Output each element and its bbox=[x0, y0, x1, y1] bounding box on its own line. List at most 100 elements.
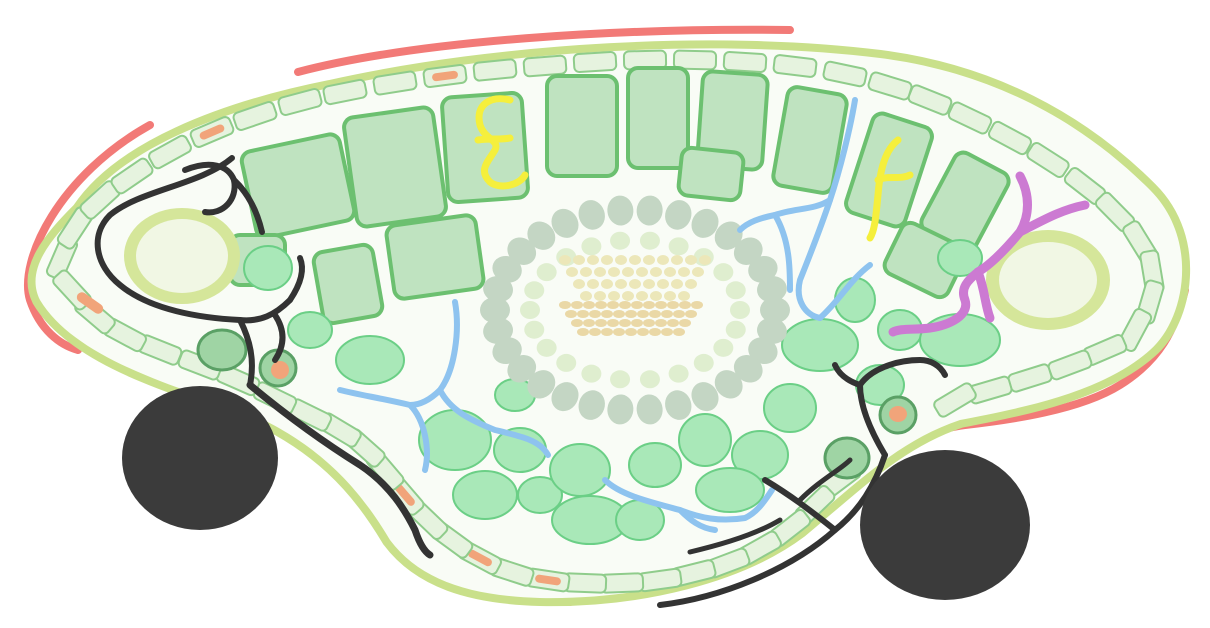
phloem-cell bbox=[607, 319, 619, 327]
phloem-cell bbox=[566, 267, 578, 277]
spongy-cell bbox=[764, 384, 816, 432]
xylem-cell bbox=[730, 301, 750, 319]
phloem-cell bbox=[637, 310, 649, 318]
phloem-cell bbox=[650, 291, 662, 301]
spongy-cell bbox=[288, 312, 332, 348]
phloem-cell bbox=[650, 267, 662, 277]
phloem-cell bbox=[573, 279, 585, 289]
vessel-right-core bbox=[999, 242, 1097, 318]
palisade-cell bbox=[547, 76, 617, 176]
vessel-left bbox=[124, 208, 240, 304]
phloem-cell bbox=[661, 328, 673, 336]
palisade-cell bbox=[385, 214, 484, 300]
xylem-cell bbox=[524, 321, 544, 339]
phloem-cell bbox=[657, 255, 669, 265]
xylem-cell bbox=[640, 370, 660, 388]
palisade-cell bbox=[343, 106, 447, 227]
phloem-cell bbox=[559, 301, 571, 309]
phloem-cell bbox=[629, 255, 641, 265]
phloem-cell bbox=[637, 328, 649, 336]
phloem-cell bbox=[565, 310, 577, 318]
phloem-cell bbox=[643, 255, 655, 265]
xylem-cell bbox=[524, 281, 544, 299]
phloem-cell bbox=[631, 301, 643, 309]
phloem-cell bbox=[589, 328, 601, 336]
xylem-cell bbox=[537, 263, 557, 281]
phloem-cell bbox=[629, 279, 641, 289]
upper-epidermis-cell-body bbox=[523, 55, 566, 76]
phloem-cell bbox=[571, 301, 583, 309]
xylem-cell bbox=[640, 232, 660, 250]
phloem-cell bbox=[643, 279, 655, 289]
upper-epidermis-cell bbox=[573, 52, 616, 72]
phloem-cell bbox=[619, 301, 631, 309]
phloem-cell bbox=[664, 291, 676, 301]
xylem-cell bbox=[520, 301, 540, 319]
phloem-cell bbox=[625, 310, 637, 318]
spongy-cell bbox=[835, 278, 875, 322]
xylem-cell bbox=[726, 281, 746, 299]
xylem-cell bbox=[669, 237, 689, 255]
phloem-cell bbox=[559, 255, 571, 265]
phloem-cell bbox=[595, 319, 607, 327]
phloem-cell bbox=[636, 267, 648, 277]
phloem-cell bbox=[661, 310, 673, 318]
phloem-cell bbox=[657, 279, 669, 289]
xylem-cell bbox=[669, 365, 689, 383]
spongy-cell bbox=[629, 443, 681, 487]
xylem-cell bbox=[694, 354, 714, 372]
phloem-cell bbox=[619, 319, 631, 327]
lower-epidermis-cell bbox=[601, 573, 644, 593]
xylem-cell bbox=[581, 237, 601, 255]
phloem-cell bbox=[615, 279, 627, 289]
phloem-cell bbox=[667, 319, 679, 327]
phloem-cell bbox=[613, 310, 625, 318]
phloem-cell bbox=[649, 328, 661, 336]
phloem-cell bbox=[679, 301, 691, 309]
spongy-cell bbox=[453, 471, 517, 519]
phloem-cell bbox=[615, 255, 627, 265]
spongy-cell bbox=[782, 319, 858, 371]
phloem-cell bbox=[643, 301, 655, 309]
phloem-cell bbox=[573, 255, 585, 265]
phloem-cell bbox=[580, 291, 592, 301]
phloem-cell bbox=[625, 328, 637, 336]
phloem-cell bbox=[587, 255, 599, 265]
lower-epidermis-cell-body bbox=[564, 573, 607, 593]
phloem-cell bbox=[601, 310, 613, 318]
phloem-cell bbox=[580, 267, 592, 277]
phloem-cell bbox=[613, 328, 625, 336]
phloem-cell bbox=[601, 328, 613, 336]
fungal-body-right bbox=[860, 450, 1030, 600]
spongy-cell bbox=[550, 444, 610, 496]
phloem-cell bbox=[692, 267, 704, 277]
phloem-cell bbox=[583, 301, 595, 309]
guard-inclusion bbox=[271, 361, 289, 379]
phloem-cell bbox=[589, 310, 601, 318]
spongy-cell bbox=[679, 414, 731, 466]
phloem-cell bbox=[655, 301, 667, 309]
upper-epidermis-cell-body bbox=[723, 52, 766, 72]
xylem-cell bbox=[581, 365, 601, 383]
lower-epidermis-cell-body bbox=[601, 573, 644, 593]
upper-epidermis-cell bbox=[523, 55, 566, 76]
phloem-cell bbox=[577, 310, 589, 318]
xylem-cell bbox=[537, 339, 557, 357]
upper-epidermis-cell bbox=[773, 55, 817, 78]
phloem-cell bbox=[601, 279, 613, 289]
phloem-cell bbox=[636, 291, 648, 301]
phloem-cell bbox=[608, 267, 620, 277]
phloem-cell bbox=[673, 310, 685, 318]
palisade-cell bbox=[678, 147, 745, 201]
spongy-cell bbox=[696, 468, 764, 512]
lower-epidermis-cell bbox=[564, 573, 607, 593]
phloem-cell bbox=[667, 301, 679, 309]
phloem-cell bbox=[594, 267, 606, 277]
xylem-cell bbox=[713, 339, 733, 357]
phloem-cell bbox=[655, 319, 667, 327]
upper-epidermis-cell-body bbox=[473, 59, 517, 81]
phloem-cell bbox=[699, 255, 711, 265]
upper-epidermis-cell bbox=[473, 59, 517, 81]
phloem-cell bbox=[594, 291, 606, 301]
